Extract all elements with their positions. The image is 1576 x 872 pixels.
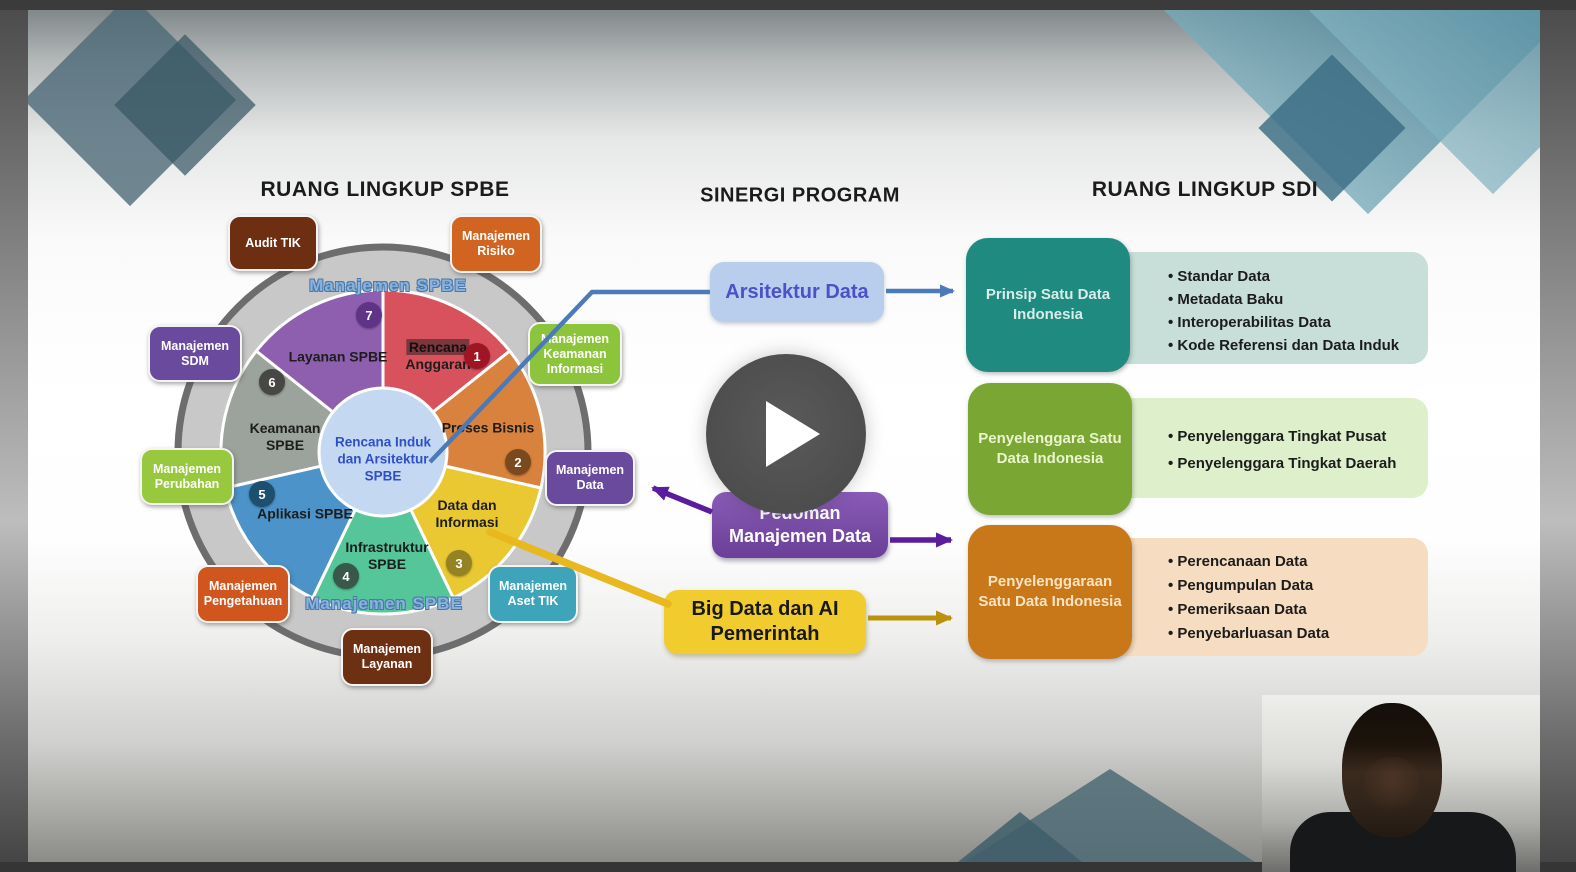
bullet-list: Standar Data Metadata Baku Interoperabil… xyxy=(1168,265,1420,357)
segment-number-6: 6 xyxy=(259,369,285,395)
segment-number-3: 3 xyxy=(446,550,472,576)
box-manajemen-layanan: Manajemen Layanan xyxy=(341,628,433,686)
presentation-slide: RUANG LINGKUP SPBE SINERGI PROGRAM RUANG… xyxy=(28,10,1540,862)
section-title-spbe: RUANG LINGKUP SPBE xyxy=(260,178,510,201)
bullet-list: Perencanaan Data Pengumpulan Data Pemeri… xyxy=(1168,550,1420,646)
bullet-item: Penyelenggara Tingkat Pusat xyxy=(1168,423,1420,450)
bullet-item: Pemeriksaan Data xyxy=(1168,598,1420,622)
segment-label-rencana-anggaran: Rencana Anggaran xyxy=(405,339,471,373)
letterbox-top xyxy=(0,0,1576,10)
box-penyelenggaraan-satu-data: Penyelenggaraan Satu Data Indonesia xyxy=(968,525,1132,659)
segment-label-proses-bisnis: Proses Bisnis xyxy=(441,419,535,436)
box-prinsip-satu-data: Prinsip Satu Data Indonesia xyxy=(966,238,1130,372)
bullet-item: Perencanaan Data xyxy=(1168,550,1420,574)
segment-number-2: 2 xyxy=(505,449,531,475)
letterbox-bottom xyxy=(0,862,1576,872)
box-manajemen-keamanan-informasi: Manajemen Keamanan Informasi xyxy=(528,322,622,386)
section-title-sinergi: SINERGI PROGRAM xyxy=(700,184,900,207)
segment-label-infrastruktur: Infrastruktur SPBE xyxy=(345,539,429,572)
segment-label-data-informasi: Data dan Informasi xyxy=(435,497,499,530)
segment-label-line2: Anggaran xyxy=(405,356,471,372)
segment-label-keamanan: Keamanan SPBE xyxy=(249,420,321,453)
letterbox-right xyxy=(1540,10,1576,862)
highlighted-word: Rencana xyxy=(406,339,470,355)
bullet-item: Interoperabilitas Data xyxy=(1168,311,1420,334)
letterbox-left xyxy=(0,10,28,862)
presenter-face xyxy=(1364,757,1420,817)
play-button[interactable] xyxy=(706,354,866,514)
box-manajemen-risiko: Manajemen Risiko xyxy=(450,215,542,273)
section-title-sdi: RUANG LINGKUP SDI xyxy=(1091,178,1319,201)
arrow-purple-pedoman-to-manajemen-data xyxy=(651,485,714,515)
decor-pyramid-bottom-small xyxy=(958,812,1082,862)
bullet-item: Pengumpulan Data xyxy=(1168,574,1420,598)
ring-label-bottom: Manajemen SPBE xyxy=(305,594,463,613)
panel-prinsip-bullets: Standar Data Metadata Baku Interoperabil… xyxy=(1096,252,1428,364)
bullet-list: Penyelenggara Tingkat Pusat Penyelenggar… xyxy=(1168,423,1420,477)
box-big-data-ai: Big Data dan AI Pemerintah xyxy=(664,590,866,654)
box-manajemen-sdm: Manajemen SDM xyxy=(148,325,242,382)
segment-number-5: 5 xyxy=(249,481,275,507)
box-audit-tik: Audit TIK xyxy=(228,215,318,271)
box-manajemen-aset-tik: Manajemen Aset TIK xyxy=(488,565,578,623)
segment-label-aplikasi: Aplikasi SPBE xyxy=(257,505,353,522)
bullet-item: Kode Referensi dan Data Induk xyxy=(1168,334,1420,357)
panel-penyelenggara-bullets: Penyelenggara Tingkat Pusat Penyelenggar… xyxy=(1096,398,1428,498)
wheel-center-label: Rencana Induk dan Arsitektur SPBE xyxy=(334,434,432,484)
box-manajemen-data: Manajemen Data xyxy=(545,450,635,506)
ring-label-top: Manajemen SPBE xyxy=(309,276,467,295)
box-penyelenggara-satu-data: Penyelenggara Satu Data Indonesia xyxy=(968,383,1132,515)
segment-number-4: 4 xyxy=(333,563,359,589)
bullet-item: Metadata Baku xyxy=(1168,288,1420,311)
webcam-overlay xyxy=(1262,695,1540,872)
box-manajemen-pengetahuan: Manajemen Pengetahuan xyxy=(196,565,290,623)
segment-number-1: 1 xyxy=(464,343,490,369)
bullet-item: Penyebarluasan Data xyxy=(1168,622,1420,646)
play-icon xyxy=(766,401,820,467)
bullet-item: Penyelenggara Tingkat Daerah xyxy=(1168,450,1420,477)
box-manajemen-perubahan: Manajemen Perubahan xyxy=(140,448,234,505)
box-arsitektur-data: Arsitektur Data xyxy=(710,262,884,322)
segment-number-7: 7 xyxy=(356,302,382,328)
segment-label-layanan: Layanan SPBE xyxy=(288,348,388,365)
panel-penyelenggaraan-bullets: Perencanaan Data Pengumpulan Data Pemeri… xyxy=(1096,538,1428,656)
bullet-item: Standar Data xyxy=(1168,265,1420,288)
